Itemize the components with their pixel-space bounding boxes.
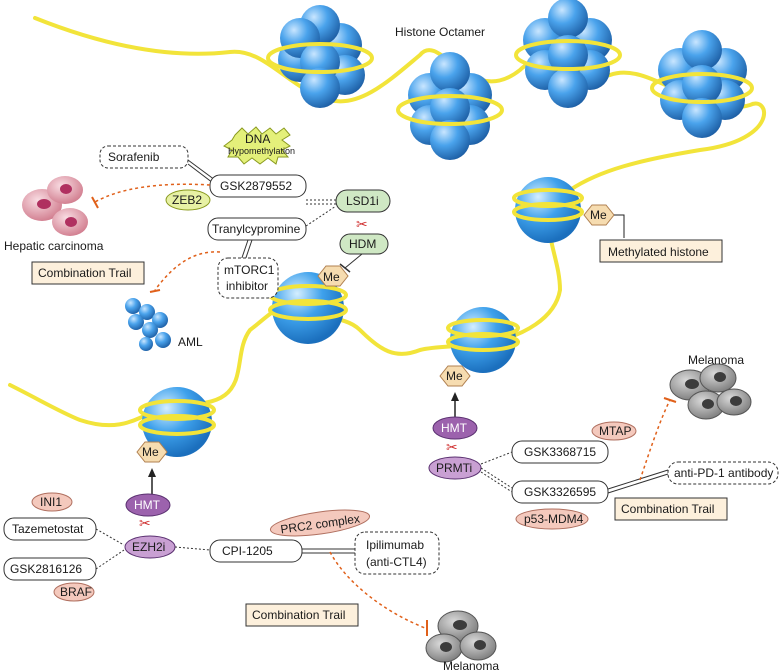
svg-text:Me: Me [142,445,159,459]
me-mark-right-mid: Me [439,365,471,387]
nucleosome-right-mid [446,307,520,373]
hmt-right-badge [432,416,478,440]
hmt-right-label: HMT [441,421,468,435]
nucleosome-right-top [512,177,584,243]
cpi1205-box [209,539,303,563]
tranylcypromine-label: Tranylcypromine [212,222,301,236]
ini1-badge [31,492,73,512]
me-mark-right-top: Me [583,204,625,238]
dna-strand [8,16,767,428]
combination-bottom-label: Combination Trail [252,608,345,622]
dna-hypo-line1: DNA [245,132,270,146]
gsk3326595-box [511,480,609,504]
combination-trail-bottom [245,603,359,627]
p53-mdm4-label: p53-MDM4 [524,512,584,526]
histone-octamer-4 [650,30,754,138]
sorafenib-label: Sorafenib [108,150,160,164]
histone-octamer-3 [514,0,622,108]
histone-octamer-1 [266,5,374,108]
sorafenib-box [99,145,189,169]
ezh2i-label: EZH2i [132,540,165,554]
tazemetostat-label: Tazemetostat [12,522,84,536]
methylated-histone-label: Methylated histone [608,245,709,259]
ipilimumab-box [354,531,440,575]
me-mark-left: Me [136,441,168,463]
mtorc1-box [217,257,279,299]
aml-label: AML [178,335,203,349]
melanoma-cells-top [669,363,752,420]
hmt-left-badge [125,493,171,517]
mtorc1-label-1: mTORC1 [224,263,275,277]
combination-trail-left [31,261,145,285]
gsk3368715-label: GSK3368715 [524,445,596,459]
melanoma-top-label: Melanoma [688,353,744,367]
scissors-icon-lsd1: ✂ [356,217,368,233]
lsd1i-box [335,189,391,213]
mtorc1-label-2: inhibitor [226,279,268,293]
scissors-icon-prmt: ✂ [446,440,458,456]
zeb2-badge [165,189,211,211]
hmt-left-label: HMT [134,498,161,512]
braf-badge [53,582,95,602]
nucleosome-left [138,387,216,457]
hdm-label: HDM [349,237,376,251]
prmti-label: PRMTi [436,461,472,475]
anti-pd1-label: anti-PD-1 antibody [674,466,773,480]
hdm-box [339,233,389,255]
lsd1i-label: LSD1i [346,194,379,208]
melanoma-cells-bottom [425,610,497,663]
gsk2879552-box [209,174,307,198]
methylated-histone-box [599,239,723,263]
gsk3368715-box [511,440,609,464]
ipilimumab-label-2: (anti-CTL4) [366,555,427,569]
svg-text:Me: Me [446,369,463,383]
p53-mdm4-badge [515,508,589,530]
hepatic-carcinoma-label: Hepatic carcinoma [4,239,104,253]
prc2-badge [269,509,371,537]
combination-left-label: Combination Trail [38,266,131,280]
nucleosome-middle [268,272,348,344]
dna-hypo-line2: Hypomethylation [228,146,295,156]
aml-cells [125,298,171,351]
combination-trail-right [614,497,728,521]
histone-octamer-2 [396,52,504,160]
braf-label: BRAF [60,585,92,599]
me-mark-middle: Me [317,265,349,287]
gsk3326595-label: GSK3326595 [524,485,596,499]
tranylcypromine-box [207,217,307,241]
scissors-icon-ezh2: ✂ [139,516,151,532]
melanoma-bottom-label: Melanoma [443,659,499,672]
anti-pd1-box [667,461,779,485]
gsk2816126-label: GSK2816126 [10,562,82,576]
ipilimumab-label-1: Ipilimumab [366,538,424,552]
histone-octamer-label: Histone Octamer [395,25,485,39]
gsk2879552-label: GSK2879552 [220,179,292,193]
combination-right-label: Combination Trail [621,502,714,516]
svg-text:Me: Me [323,270,340,284]
zeb2-label: ZEB2 [172,193,202,207]
cpi1205-label: CPI-1205 [222,544,273,558]
svg-text:Me: Me [590,208,607,222]
ini1-label: INI1 [40,495,62,509]
hepatic-carcinoma-cells [22,176,88,236]
dna-hypomethylation-burst [223,126,291,165]
mtap-badge [591,421,637,441]
mtap-label: MTAP [599,424,631,438]
